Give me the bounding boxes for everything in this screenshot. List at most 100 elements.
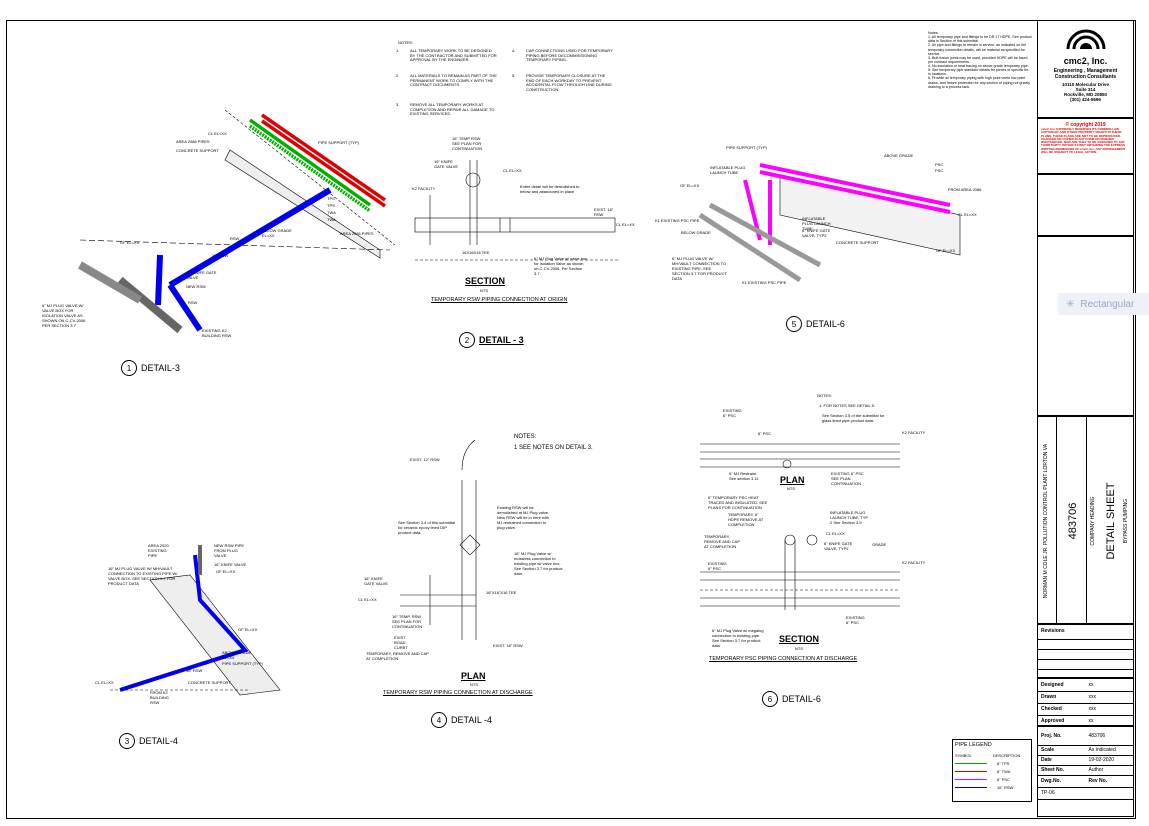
d4-label: 16" TEMP. RSW SEE PLAN FOR CONTINUATION — [392, 614, 423, 629]
d4-label: CL EL=XX — [358, 597, 377, 602]
d4-label: 16" KNIFE GATE VALVE — [364, 576, 389, 586]
info-row: Proj. No.483706 — [1038, 727, 1133, 746]
detail-1-callout: 1 DETAIL-3 — [121, 360, 180, 376]
d3-label: CONCRETE SUPPORT — [188, 680, 231, 685]
d6-label: TEMPORARY, 6" HDPE REMOVE AT COMPLETION — [728, 512, 764, 527]
d5-label: PIPE SUPPORT (TYP) — [726, 145, 767, 150]
d4-label: EXIST. 16" RSW — [493, 643, 523, 648]
d5-label: GF EL=XX — [936, 248, 956, 253]
legend-label: 6" TPS — [997, 760, 1010, 766]
d5-label: BELOW GRADE — [681, 230, 711, 235]
company-logo-icon — [1066, 29, 1105, 50]
notes-title: NOTES: — [398, 40, 413, 45]
rev-label: Rev No. — [1088, 778, 1108, 784]
d1-label: 16" KNIFE GATE VALVE — [186, 270, 217, 280]
d3-label: ABOVE GRADE EL=XX — [222, 650, 252, 660]
d5-label: PSC — [935, 168, 944, 173]
detail-6-linework — [700, 443, 900, 610]
note-item: REMOVE ALL TEMPORARY WORKS AT COMPLETION… — [410, 102, 495, 117]
blank-block — [1037, 236, 1134, 416]
d5-label: 6" MJ PLUG VALVE W/ MH/VAULT CONNECTION … — [672, 256, 727, 281]
d3-label: AREA 2020 EXISTING PIPE — [148, 543, 169, 558]
scale-label: Scale — [1041, 747, 1055, 753]
d4-label: 16"X16"X16 TEE — [486, 590, 517, 595]
detail-number: 2 — [459, 332, 475, 348]
d1-label: CL EL=XX — [208, 131, 227, 136]
detail-5-linework — [698, 163, 961, 283]
project-name: NORMAN M COLE JR. POLLUTION CONTROL PLAN… — [1043, 443, 1049, 599]
date-label: Date — [1041, 757, 1052, 763]
note-item: ALL MATERIALS TO REMAIN AS PART OF THE P… — [410, 73, 497, 88]
d2-label: CL EL=XX — [503, 168, 522, 173]
d5-label: INFLATABLE PLUG LAUNCH TUBE — [802, 216, 831, 231]
detail-title: DETAIL-6 — [782, 694, 821, 704]
detail-number: 4 — [431, 712, 447, 728]
rectangular-tool-overlay[interactable]: ✳ Rectangular — [1058, 293, 1149, 315]
pipe-legend: PIPE LEGEND SYMBOL DESCRIPTION 6" TPS 6"… — [952, 739, 1032, 802]
d5-label: ABOVE GRADE — [884, 153, 914, 158]
company-tagline: Engineering , Management Construction Co… — [1053, 68, 1118, 80]
project-number: 483706 — [1067, 502, 1079, 540]
detail-title: DETAIL -4 — [451, 715, 493, 725]
d2-label: 16" TEMP RSW SEE PLAN FOR CONTINUATION — [452, 136, 483, 151]
d6-label: See Section 3.5 of the submittal for gla… — [822, 413, 885, 423]
d4-label: 16" MJ Plug Valve w/ mossless connection… — [514, 551, 563, 576]
detail-3-linework — [110, 545, 281, 696]
legend-label: 6" PSC — [997, 776, 1010, 782]
info-row: TP-06 — [1038, 787, 1133, 800]
sheet-no-label: Sheet No. — [1041, 767, 1065, 773]
legend-label: 16" RSW — [997, 784, 1014, 790]
company-heading: COMPANY HEADING — [1090, 496, 1096, 546]
scale-value: As indicated — [1088, 747, 1116, 753]
dwg-label: Dwg.No. — [1041, 778, 1061, 784]
legend-row: 16" RSW — [955, 783, 1029, 791]
detail-1-linework — [77, 109, 396, 334]
d4-notes-text: 1 SEE NOTES ON DETAIL 3. — [514, 445, 593, 451]
d6-nts: NTS — [787, 486, 795, 491]
d5-label: K1 EXISTING PSC PIPE — [655, 218, 700, 223]
d4-subtitle: TEMPORARY RSW PIPING CONNECTION AT DISCH… — [383, 690, 533, 696]
copyright-block: © copyright 2019 cmc2, Inc. EXPRESSLY RE… — [1037, 118, 1134, 174]
d4-label: TEMPORARY, REMOVE AND CAP AT COMPLETION — [366, 651, 429, 661]
d2-label: CL EL=XX — [616, 222, 635, 227]
d6-label: 6" MJ Restraint See section 3.11 — [729, 471, 759, 481]
d3-label: NEW RSW PIPE FROM PLUG VALVE — [214, 543, 245, 558]
d6-label: 6" MJ Plug Valve w/ megalug connection t… — [712, 628, 764, 648]
d2-label: 16X16X16 TEE — [462, 250, 490, 255]
d6-label: GRADE — [872, 542, 887, 547]
d1-label: AREA 2086 PIPES — [340, 231, 374, 236]
d2-label: K2 FACILITY — [412, 186, 436, 191]
d1-label: TWA — [327, 210, 336, 215]
copyright-title: © copyright 2019 — [1065, 122, 1106, 128]
d6-nts: NTS — [795, 646, 803, 651]
d3-label: CL EL=XX — [95, 680, 114, 685]
note-num: 3. — [396, 102, 400, 107]
d1-label: 16" RSW — [212, 253, 229, 258]
d3-label: 16" MJ PLUG VALVE W/ MH/VAULT CONNECTION… — [108, 566, 178, 586]
sheet-no-value: Author — [1088, 767, 1104, 773]
d6-label: 6" TEMPORARY PSC HEAT TRACED AND INSULAT… — [708, 495, 768, 510]
detail-title: DETAIL - 3 — [479, 335, 524, 345]
d1-label: TWA — [327, 217, 336, 222]
d6-notes-text: 1. FOR NOTES SEE DETAIL 5. — [819, 403, 876, 408]
detail-title: DETAIL-6 — [806, 319, 845, 329]
d4-notes-title: NOTES: — [514, 434, 537, 440]
company-name: cmc2, Inc. — [1063, 56, 1108, 66]
side-notes: Notes: 1. All temporary pipe and fitting… — [928, 31, 1032, 89]
d6-label: EXISTING 6" PSC SEE PLAN CONTINUATION — [831, 471, 864, 486]
d2-section-title: SECTION — [465, 276, 506, 286]
legend-label: 6" TWA — [997, 768, 1011, 774]
note-num: 4. — [512, 48, 516, 53]
d6-label: K2 FACILITY — [902, 560, 926, 565]
d1-label: RSW — [230, 236, 240, 241]
d5-label: GF EL=XX — [680, 183, 700, 188]
detail-2-callout: 2 DETAIL - 3 — [459, 332, 524, 348]
legend-row: 6" PSC — [955, 775, 1029, 783]
legend-row: 6" TWA — [955, 767, 1029, 775]
d3-label: 16" KNIFE VALVE — [214, 562, 247, 567]
signoff-value: xx — [1088, 717, 1094, 724]
detail-5-callout: 5 DETAIL-6 — [786, 316, 845, 332]
